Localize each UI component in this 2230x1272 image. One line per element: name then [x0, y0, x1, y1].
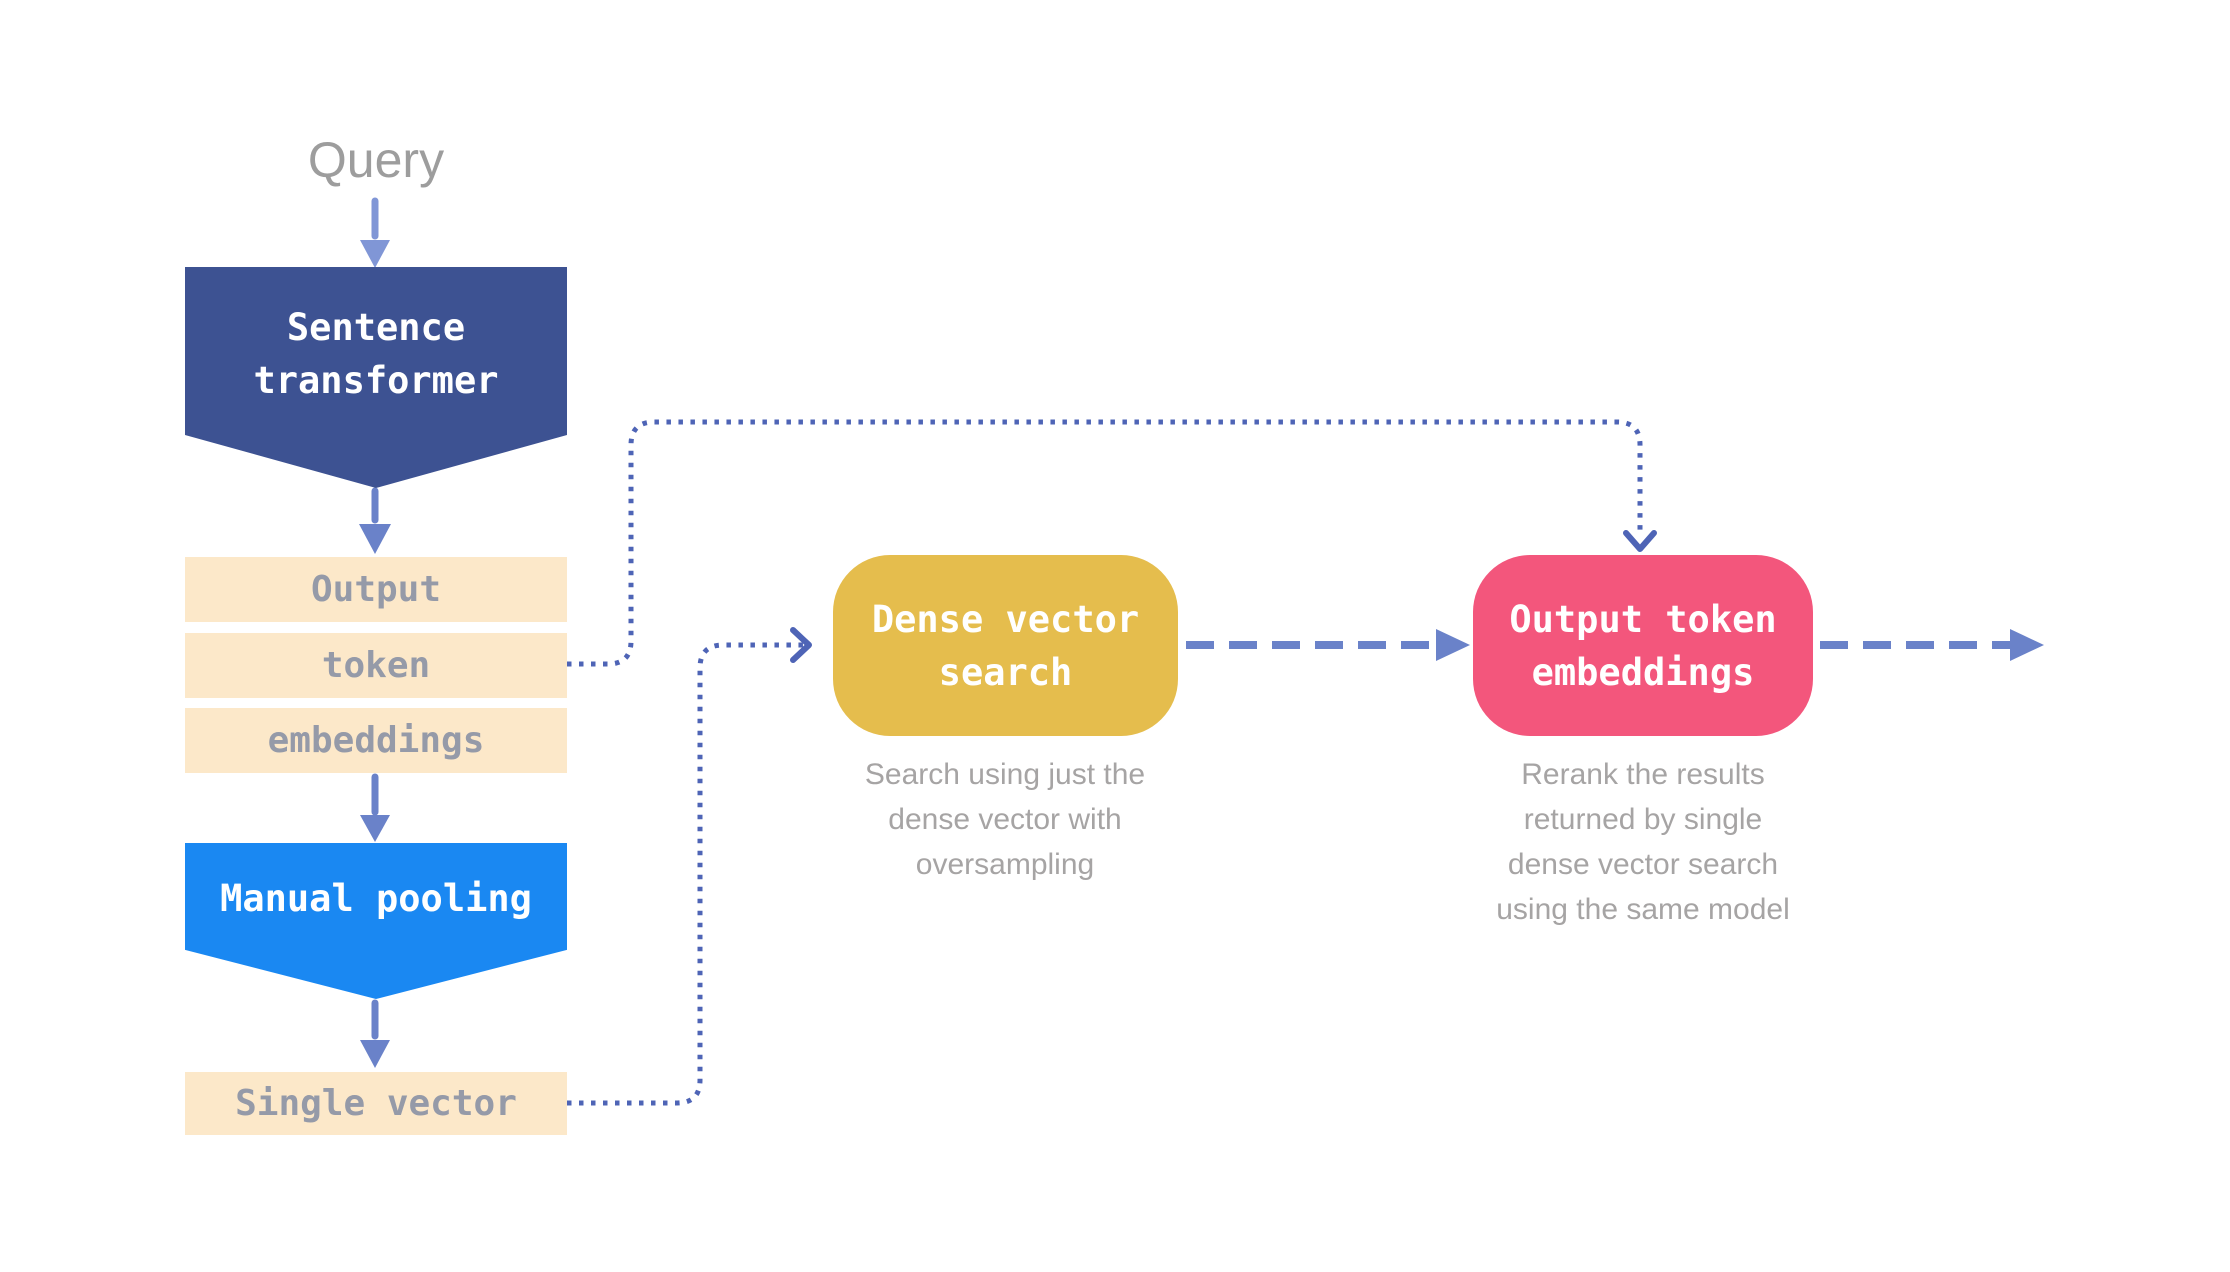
node-sentence-transformer: Sentence transformer — [185, 267, 567, 488]
node-dense-vector-search: Dense vector search — [833, 555, 1178, 736]
node-label-line: Dense vector — [871, 597, 1140, 641]
node-label-line: Output token — [1509, 597, 1777, 641]
node-label-line: search — [938, 650, 1073, 694]
node-label-line: Single vector — [235, 1083, 517, 1124]
stack-box-embeddings: embeddings — [185, 708, 567, 773]
node-label-line: embeddings — [1531, 650, 1755, 694]
caption-line: Rerank the results — [1521, 758, 1765, 791]
caption-line: dense vector search — [1507, 848, 1779, 881]
arrow-sentence-transformer-to-stack — [359, 487, 391, 554]
stack-box-label: Output — [310, 569, 442, 610]
dashed-arrow-dense-search-to-rerank — [1186, 629, 1470, 661]
caption-line: dense vector with — [888, 803, 1122, 836]
node-label-line: Sentence — [286, 306, 466, 349]
stack-box-output: Output — [185, 557, 567, 622]
arrow-head-icon — [360, 1040, 390, 1068]
arrow-head-icon — [360, 240, 390, 268]
node-output-token-embeddings: Output token embeddings — [1473, 555, 1813, 736]
arrow-head-icon — [359, 524, 391, 554]
chevron-down-icon — [1623, 530, 1657, 552]
caption-line: returned by single — [1523, 803, 1763, 836]
caption-line: oversampling — [915, 848, 1095, 881]
caption-line: Search using just the — [864, 758, 1146, 791]
stack-box-token: token — [185, 633, 567, 698]
arrow-stack-to-manual-pooling — [360, 773, 390, 842]
caption-dense-vector-search: Search using just the dense vector with … — [795, 752, 1215, 887]
dotted-path-single-vector-to-dense-search — [567, 642, 804, 1106]
caption-output-token-embeddings: Rerank the results returned by single de… — [1433, 752, 1853, 932]
query-label: Query — [307, 132, 445, 188]
arrow-head-icon — [2010, 629, 2044, 661]
node-label-line: transformer — [253, 359, 499, 402]
arrow-head-icon — [1436, 629, 1470, 661]
node-label-line: Manual pooling — [220, 877, 532, 920]
stack-box-label: embeddings — [267, 720, 485, 761]
node-single-vector: Single vector — [185, 1072, 567, 1135]
caption-line: using the same model — [1496, 893, 1790, 926]
node-manual-pooling: Manual pooling — [185, 843, 567, 999]
stack-box-label: token — [321, 645, 431, 686]
dashed-arrow-rerank-out — [1820, 629, 2044, 661]
arrow-manual-pooling-to-single-vector — [360, 999, 390, 1068]
arrow-head-icon — [360, 815, 390, 842]
arrow-query-to-sentence-transformer — [360, 197, 390, 268]
chevron-right-icon — [790, 627, 812, 663]
